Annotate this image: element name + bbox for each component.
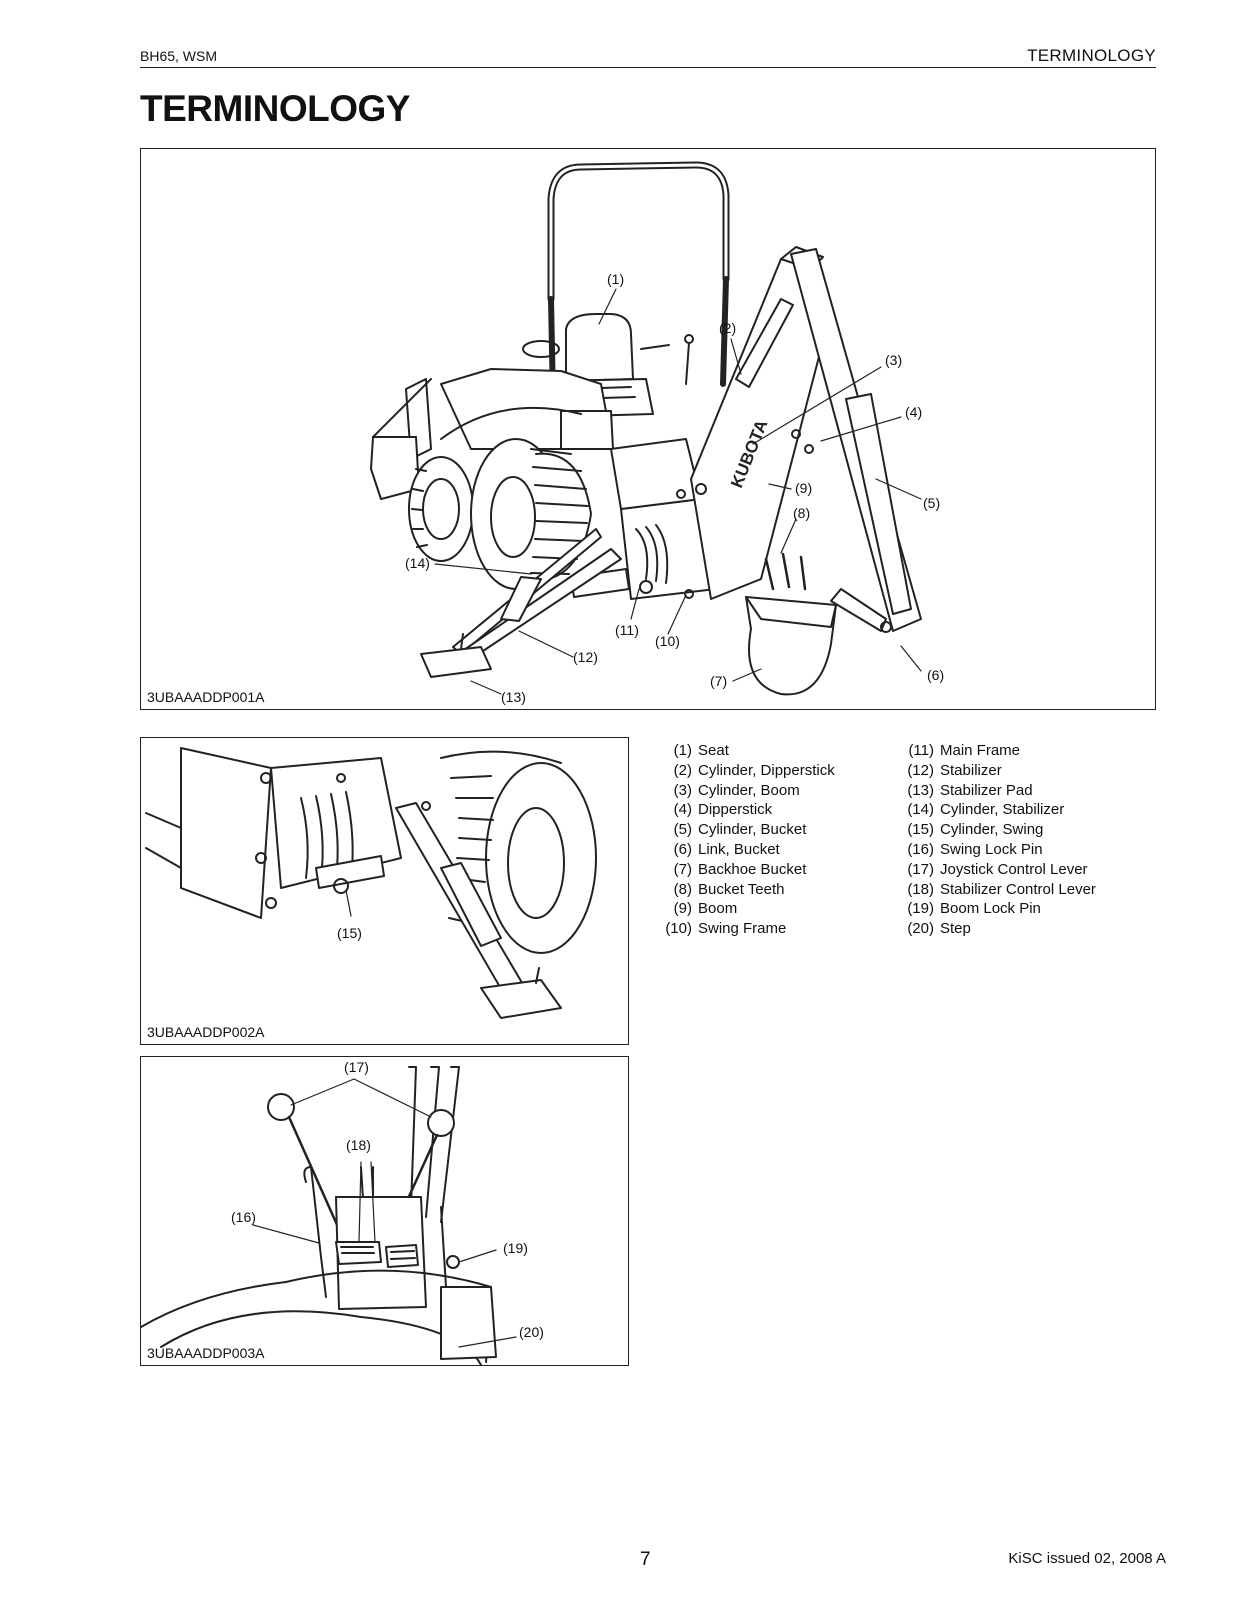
- legend-item: (19)Boom Lock Pin: [907, 900, 1041, 918]
- legend-item: (5)Cylinder, Bucket: [673, 821, 807, 839]
- legend-item: (7)Backhoe Bucket: [673, 860, 807, 878]
- callout-19: (19): [503, 1240, 528, 1256]
- legend-item: (15)Cylinder, Swing: [907, 821, 1044, 839]
- swing-cylinder-illustration: [145, 747, 597, 1019]
- legend-item: (17)Joystick Control Lever: [907, 860, 1088, 878]
- callout-5: (5): [923, 495, 941, 511]
- callout-4: (4): [905, 404, 923, 420]
- backhoe-illustration: KUBOTA: [370, 161, 922, 696]
- control-levers-illustration: [141, 1066, 517, 1365]
- callout-11: (11): [615, 622, 639, 638]
- header-section-title: TERMINOLOGY: [1027, 46, 1156, 65]
- legend-item: (2)Cylinder, Dipperstick: [673, 761, 835, 779]
- legend-column-right: (11)Main Frame (12)Stabilizer (13)Stabil…: [904, 741, 1096, 939]
- legend-item: (6)Link, Bucket: [673, 840, 780, 858]
- legend-item: (16)Swing Lock Pin: [907, 840, 1043, 858]
- callout-8: (8): [793, 505, 811, 521]
- callout-14: (14): [405, 555, 430, 571]
- figure-swing-cylinder: (15) 3UBAAADDP002A: [140, 737, 629, 1045]
- callout-20: (20): [519, 1324, 544, 1340]
- callout-16: (16): [231, 1209, 256, 1225]
- callout-18: (18): [346, 1137, 371, 1153]
- callout-13: (13): [501, 689, 526, 705]
- callout-9: (9): [795, 480, 813, 496]
- legend-item: (10)Swing Frame: [665, 920, 787, 938]
- legend-item: (20)Step: [907, 920, 971, 938]
- callout-12: (12): [573, 649, 598, 665]
- legend-item: (11)Main Frame: [908, 742, 1021, 759]
- callout-10: (10): [655, 633, 680, 649]
- legend-item: (13)Stabilizer Pad: [907, 781, 1033, 799]
- legend-item: (8)Bucket Teeth: [673, 880, 785, 898]
- figure-backhoe-overview: KUBOTA (1) (2) (3) (4) (5) (6) (7) (8) (…: [140, 148, 1156, 710]
- figure-id: 3UBAAADDP001A: [147, 689, 265, 705]
- figure-id: 3UBAAADDP002A: [147, 1024, 265, 1040]
- page-number: 7: [640, 1549, 651, 1570]
- callout-1: (1): [607, 271, 625, 287]
- legend-column-left: (1)Seat (2)Cylinder, Dipperstick (3)Cyli…: [662, 741, 835, 939]
- legend-item: (12)Stabilizer: [907, 761, 1002, 779]
- callout-6: (6): [927, 667, 945, 683]
- page-title: TERMINOLOGY: [140, 88, 410, 129]
- callout-2: (2): [719, 320, 737, 336]
- issue-info: KiSC issued 02, 2008 A: [1008, 1550, 1166, 1567]
- callout-17: (17): [344, 1059, 369, 1075]
- callout-7: (7): [710, 673, 728, 689]
- figure-id: 3UBAAADDP003A: [147, 1345, 265, 1361]
- header-rule: [140, 67, 1156, 68]
- legend-item: (4)Dipperstick: [673, 801, 773, 819]
- legend-item: (1)Seat: [673, 742, 729, 759]
- figure-control-levers: (17) (18) (16) (19) (20) 3UBAAADDP003A: [140, 1056, 629, 1366]
- callout-3: (3): [885, 352, 903, 368]
- legend-item: (9)Boom: [673, 900, 738, 918]
- legend-item: (3)Cylinder, Boom: [673, 781, 800, 799]
- legend-item: (14)Cylinder, Stabilizer: [907, 801, 1065, 819]
- legend-item: (18)Stabilizer Control Lever: [907, 880, 1096, 898]
- header-manual-id: BH65, WSM: [140, 48, 218, 64]
- callout-15: (15): [337, 925, 362, 941]
